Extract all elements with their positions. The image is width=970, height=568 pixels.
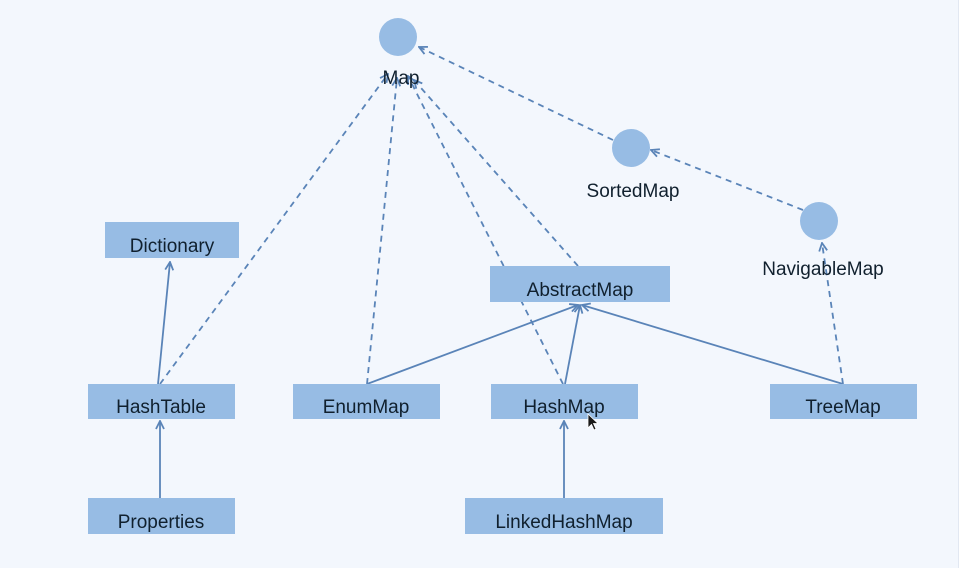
- class-node-enummap: EnumMap: [293, 384, 440, 419]
- edge-hashmap-to-map: [408, 76, 564, 385]
- sortedmap-circle: [612, 129, 650, 167]
- hashtable-box: [88, 384, 235, 419]
- hashmap-box: [491, 384, 638, 419]
- navigablemap-label: NavigableMap: [762, 259, 883, 280]
- enummap-label: EnumMap: [323, 397, 410, 418]
- class-node-treemap: TreeMap: [770, 384, 917, 419]
- map-circle: [379, 18, 417, 56]
- edge-hashmap-to-abstractmap: [564, 305, 580, 385]
- implements-edges: [159, 47, 844, 385]
- class-node-hashmap: HashMap: [491, 384, 638, 419]
- edge-navigablemap-to-sortedmap: [651, 150, 804, 211]
- dictionary-box: [105, 222, 239, 258]
- abstractmap-box: [490, 266, 670, 302]
- edge-treemap-to-abstractmap: [582, 305, 844, 385]
- interface-node-sortedmap: SortedMap: [587, 129, 680, 202]
- edge-enummap-to-map: [366, 78, 397, 385]
- edge-enummap-to-abstractmap: [366, 305, 578, 385]
- interface-node-navigablemap: NavigableMap: [762, 202, 884, 280]
- dictionary-label: Dictionary: [130, 236, 215, 257]
- abstractmap-label: AbstractMap: [527, 280, 634, 301]
- properties-label: Properties: [118, 512, 205, 533]
- navigablemap-circle: [800, 202, 838, 240]
- edge-sortedmap-to-map: [419, 47, 614, 141]
- treemap-box: [770, 384, 917, 419]
- treemap-label: TreeMap: [805, 397, 880, 418]
- class-node-hashtable: HashTable: [88, 384, 235, 419]
- edge-hashtable-to-map: [159, 74, 388, 385]
- sortedmap-label: SortedMap: [587, 181, 680, 202]
- class-node-properties: Properties: [88, 498, 235, 534]
- class-node-dictionary: Dictionary: [105, 222, 239, 258]
- edge-abstractmap-to-map: [414, 80, 579, 267]
- edge-hashtable-to-dictionary: [157, 262, 170, 385]
- hashtable-label: HashTable: [116, 397, 206, 418]
- map-label: Map: [383, 68, 420, 89]
- hashmap-label: HashMap: [523, 397, 604, 418]
- class-node-linkedhashmap: LinkedHashMap: [465, 498, 663, 534]
- class-node-abstractmap: AbstractMap: [490, 266, 670, 302]
- mouse-cursor-icon: [587, 413, 600, 431]
- extends-edges: [157, 262, 844, 498]
- edge-treemap-to-navigablemap: [822, 243, 844, 385]
- linkedhashmap-box: [465, 498, 663, 534]
- linkedhashmap-label: LinkedHashMap: [495, 512, 632, 533]
- properties-box: [88, 498, 235, 534]
- enummap-box: [293, 384, 440, 419]
- interface-node-map: Map: [379, 18, 419, 89]
